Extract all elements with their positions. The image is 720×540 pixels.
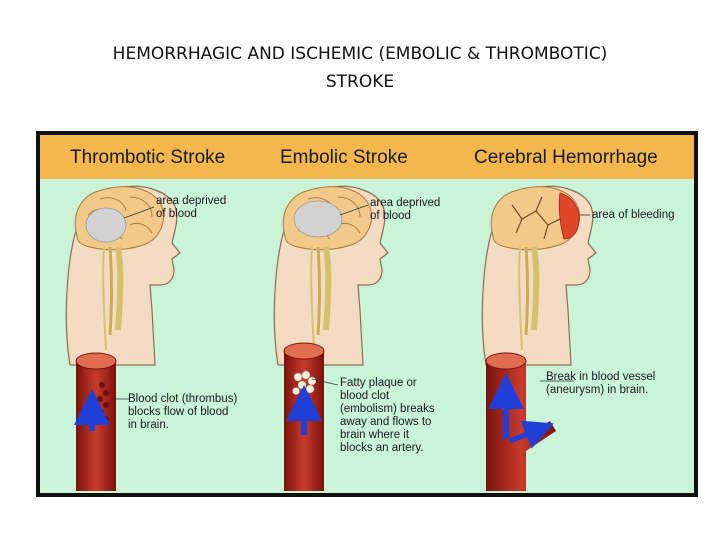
hemorrhage-brain-label: area of bleeding bbox=[592, 209, 674, 222]
label-line: in brain. bbox=[128, 419, 169, 431]
label-line: blocks an artery. bbox=[340, 442, 424, 454]
label-line: (aneurysm) in brain. bbox=[546, 384, 649, 396]
figure-panel: Thrombotic Stroke Embolic Stroke Cerebra… bbox=[40, 135, 694, 493]
hemorrhage-vessel-label: Break in blood vessel (aneurysm) in brai… bbox=[546, 371, 655, 397]
label-line: of blood bbox=[370, 210, 411, 222]
label-line: area of bleeding bbox=[592, 209, 675, 221]
slide-title: HEMORRHAGIC AND ISCHEMIC (EMBOLIC & THRO… bbox=[0, 40, 720, 96]
header-band bbox=[40, 135, 694, 179]
embolic-brain-label: area deprived of blood bbox=[370, 197, 440, 223]
illustration-layer bbox=[65, 185, 597, 491]
col-title-hemorrhage: Cerebral Hemorrhage bbox=[474, 147, 658, 168]
label-line: of blood bbox=[156, 208, 197, 220]
thrombotic-vessel bbox=[74, 352, 117, 491]
thrombotic-vessel-label: Blood clot (thrombus) blocks flow of blo… bbox=[128, 393, 237, 432]
stroke-types-figure: Thrombotic Stroke Embolic Stroke Cerebra… bbox=[36, 131, 698, 497]
label-line: (embolism) breaks bbox=[340, 403, 435, 415]
thrombotic-brain-label: area deprived of blood bbox=[156, 195, 226, 221]
label-line: blocks flow of blood bbox=[128, 406, 229, 418]
thrombotic-head bbox=[65, 185, 181, 366]
label-line: Break in blood vessel bbox=[546, 371, 656, 383]
col-title-thrombotic: Thrombotic Stroke bbox=[70, 147, 226, 168]
label-line: brain where it bbox=[340, 429, 410, 441]
embolic-head bbox=[273, 185, 389, 366]
label-line: Fatty plaque or bbox=[340, 377, 417, 389]
hemorrhage-head bbox=[481, 185, 597, 366]
label-line: area deprived bbox=[156, 195, 227, 207]
hemorrhage-vessel bbox=[485, 352, 574, 491]
label-line: blood clot bbox=[340, 390, 390, 402]
label-line: Blood clot (thrombus) bbox=[128, 393, 238, 405]
label-line: away and flows to bbox=[340, 416, 432, 428]
col-title-embolic: Embolic Stroke bbox=[280, 147, 408, 168]
label-line: area deprived bbox=[370, 197, 441, 209]
embolic-vessel-label: Fatty plaque or blood clot (embolism) br… bbox=[340, 377, 435, 455]
embolic-vessel bbox=[283, 342, 325, 491]
slide-title-line-2: STROKE bbox=[325, 72, 395, 92]
slide-title-line-1: HEMORRHAGIC AND ISCHEMIC (EMBOLIC & THRO… bbox=[112, 44, 608, 64]
